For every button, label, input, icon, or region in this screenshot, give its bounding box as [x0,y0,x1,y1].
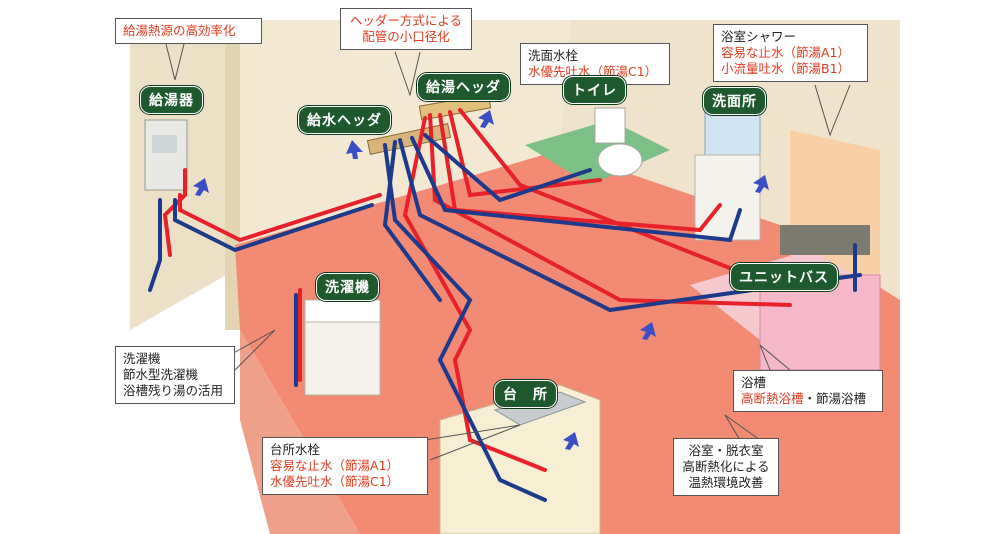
callout-kitchen-detail2: 水優先吐水（節湯C1） [270,474,400,489]
callout-bathtub-insulated: 高断熱浴槽 [741,391,804,406]
callout-washing-machine-detail2: 浴槽残り湯の活用 [123,383,224,398]
tag-water-header: 給水ヘッダ [298,106,391,134]
arrow-cold-header [346,140,363,159]
pointer-arrows [193,110,769,450]
callout-washing-machine: 洗濯機 節水型洗濯機 浴槽残り湯の活用 [115,346,235,404]
water-heater-unit [144,119,188,191]
tag-washing-machine: 洗濯機 [316,273,379,301]
arrow-floor [640,322,656,340]
callout-bathroom-line2: 高断熱化による [682,459,770,474]
tag-washroom: 洗面所 [703,87,766,115]
tag-water-heater: 給湯器 [140,86,203,114]
toilet-tank [594,107,626,144]
toilet-bowl [597,143,643,177]
callout-washbasin-title: 洗面水栓 [528,48,579,63]
arrow-hot-header [478,110,494,128]
callout-header-system-line1: ヘッダー方式による [349,13,463,28]
cold-water-pipes [148,133,862,502]
callout-bathtub-title: 浴槽 [741,375,767,390]
callout-heat-source-text: 給湯熱源の高効率化 [123,23,236,38]
callout-bathtub-saving: ・節湯浴槽 [803,391,867,406]
callout-bathroom-line1: 浴室・脱衣室 [688,443,764,458]
callout-header-system: ヘッダー方式による 配管の小口径化 [340,8,472,50]
arrow-vanity [753,175,769,193]
callout-shower: 浴室シャワー 容易な止水（節湯A1） 小流量吐水（節湯B1） [713,24,868,82]
callout-washing-machine-title: 洗濯機 [123,351,161,366]
tag-kitchen: 台 所 [494,380,557,408]
tag-unit-bath: ユニットバス [730,263,838,291]
callout-kitchen-faucet: 台所水栓 容易な止水（節湯A1） 水優先吐水（節湯C1） [262,437,428,495]
toilet-mat [525,120,670,185]
callout-bathroom-line3: 温熱環境改善 [688,475,764,490]
callout-bathroom-insulation: 浴室・脱衣室 高断熱化による 温熱環境改善 [673,438,779,496]
callout-kitchen-title: 台所水栓 [270,442,321,457]
callout-shower-detail2: 小流量吐水（節湯B1） [721,61,851,76]
arrow-kitchen [563,432,579,450]
arrow-heater [193,178,209,196]
callout-heat-source: 給湯熱源の高効率化 [115,18,262,44]
callout-washbasin-detail: 水優先吐水（節湯C1） [528,64,658,79]
water-heater-panel [152,135,177,153]
callout-washing-machine-detail1: 節水型洗濯機 [123,367,199,382]
callout-shower-detail1: 容易な止水（節湯A1） [721,45,851,60]
tag-hot-water-header: 給湯ヘッダ [417,73,510,101]
washing-machine-lid [304,299,381,323]
callout-kitchen-detail1: 容易な止水（節湯A1） [270,458,400,473]
callout-shower-title: 浴室シャワー [721,29,797,44]
callout-bathtub: 浴槽 高断熱浴槽・節湯浴槽 [733,370,883,412]
callout-header-system-line2: 配管の小口径化 [362,29,450,44]
tag-toilet: トイレ [563,76,626,104]
